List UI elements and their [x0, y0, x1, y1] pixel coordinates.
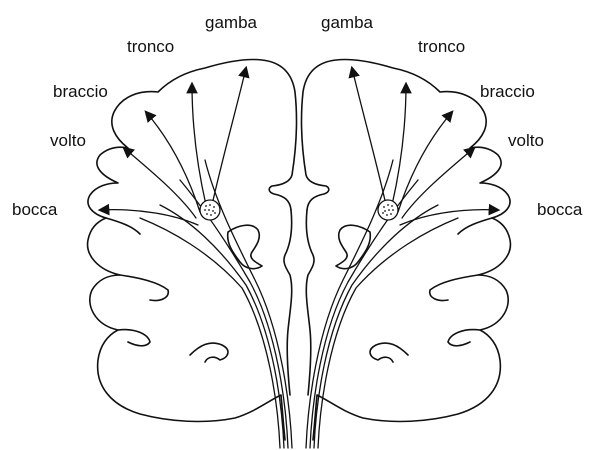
- right-cortex-outline: [302, 59, 511, 440]
- left-label-tronco: tronco: [127, 37, 174, 56]
- right-arrow-volto: [402, 148, 474, 218]
- left-midline-contour: [284, 210, 292, 395]
- left-fold-3: [106, 218, 140, 234]
- left-inner-structure: [228, 225, 262, 268]
- right-midline-contour: [306, 210, 314, 395]
- left-temporal-fold: [190, 343, 228, 362]
- left-arrow-tronco: [192, 84, 206, 205]
- right-arrow-braccio: [398, 112, 452, 212]
- right-fold-3: [458, 218, 492, 234]
- right-arrow-bocca: [400, 210, 498, 225]
- right-label-tronco: tronco: [418, 37, 465, 56]
- left-fold-2: [118, 330, 150, 346]
- right-fold-2: [448, 330, 480, 346]
- left-arrow-braccio: [146, 112, 200, 212]
- left-label-braccio: braccio: [53, 82, 108, 101]
- left-hemisphere: [88, 59, 297, 448]
- right-arrow-gamba: [352, 68, 386, 205]
- right-label-gamba: gamba: [321, 13, 374, 32]
- left-arrow-bocca: [100, 210, 198, 225]
- left-nucleus: [200, 200, 220, 220]
- right-label-bocca: bocca: [537, 200, 583, 219]
- right-temporal-fold: [370, 343, 408, 362]
- left-fold-1: [120, 275, 168, 301]
- left-label-volto: volto: [50, 131, 86, 150]
- right-label-braccio: braccio: [480, 82, 535, 101]
- right-label-volto: volto: [508, 131, 544, 150]
- left-label-bocca: bocca: [12, 200, 58, 219]
- left-arrow-volto: [124, 148, 196, 218]
- right-hemisphere: [302, 59, 511, 448]
- right-fold-1: [430, 275, 478, 301]
- right-inner-structure: [336, 225, 370, 268]
- left-cortex-outline: [88, 59, 297, 440]
- left-label-gamba: gamba: [205, 13, 258, 32]
- right-arrow-tronco: [392, 84, 406, 205]
- left-arrow-gamba: [212, 68, 246, 205]
- right-nucleus: [378, 200, 398, 220]
